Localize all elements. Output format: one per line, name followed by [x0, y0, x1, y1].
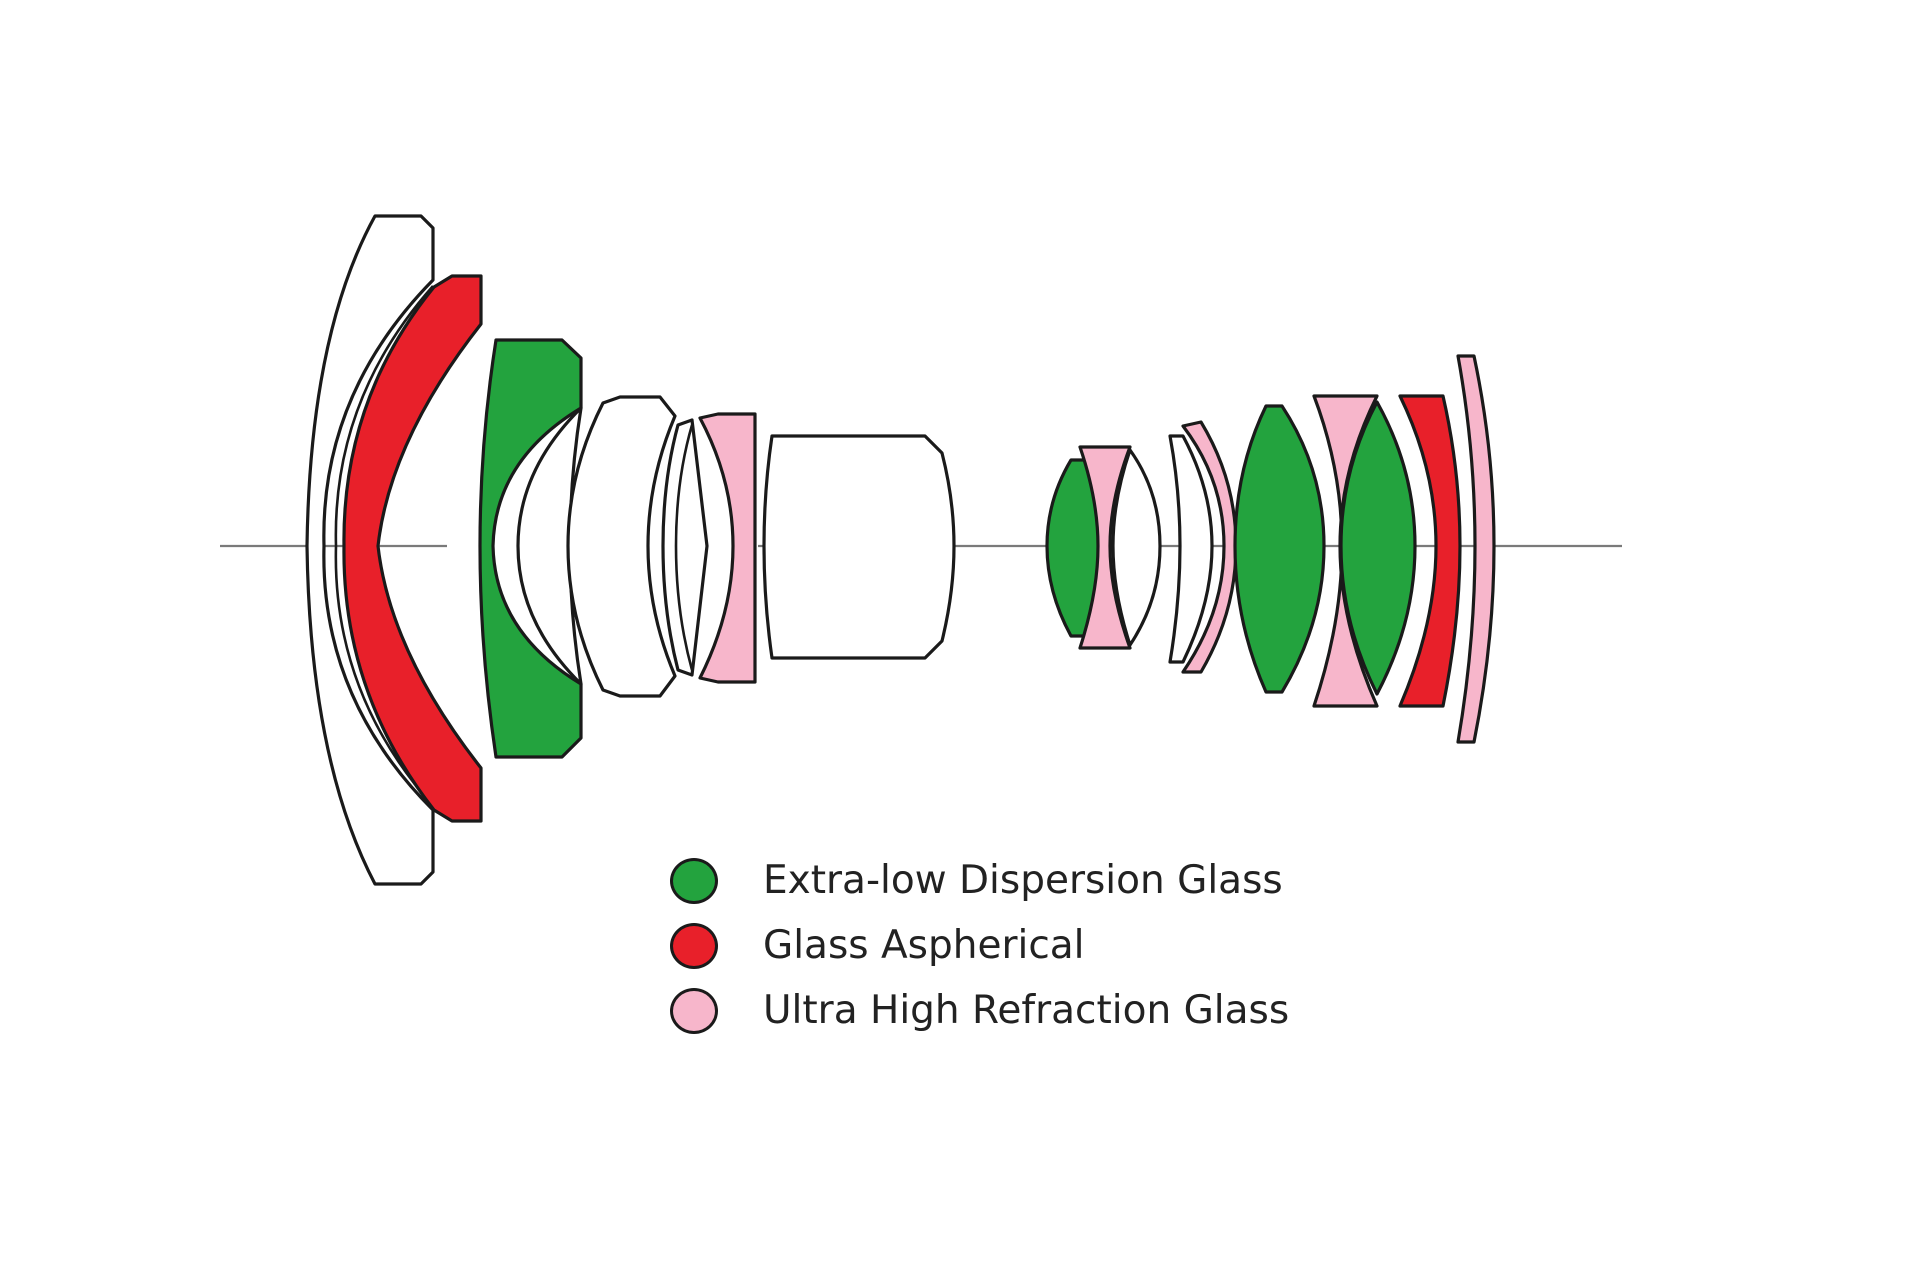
lens-element-17-aspherical — [1398, 394, 1462, 708]
lens-element-10-uhr — [1078, 445, 1132, 650]
lens-element-8 — [762, 434, 956, 660]
aspherical-swatch — [670, 922, 718, 969]
uhr-glass-swatch — [670, 987, 718, 1034]
legend-item-aspherical: Glass Aspherical — [670, 913, 1370, 978]
lens-element-18-uhr — [1456, 354, 1496, 744]
legend: Extra-low Dispersion Glass Glass Aspheri… — [670, 848, 1370, 1043]
lens-element-1-inner-surface — [334, 285, 434, 807]
lens-element-2-aspherical — [342, 274, 483, 823]
legend-item-ed-glass: Extra-low Dispersion Glass — [670, 848, 1370, 913]
legend-item-uhr-glass: Ultra High Refraction Glass — [670, 978, 1370, 1043]
legend-label: Glass Aspherical — [763, 923, 1085, 968]
lens-element-3-ed — [478, 338, 583, 759]
lens-element-16-ed — [1339, 400, 1417, 696]
lens-element-6 — [661, 418, 709, 677]
lens-element-5 — [566, 395, 677, 698]
lens-element-14-ed — [1233, 404, 1326, 694]
lens-element-13-uhr — [1181, 420, 1238, 674]
lens-element-6-surface — [674, 424, 694, 671]
lens-element-12 — [1168, 434, 1214, 664]
ed-glass-swatch — [670, 857, 718, 904]
legend-label: Extra-low Dispersion Glass — [763, 858, 1283, 903]
lens-element-7-uhr — [698, 412, 757, 684]
lens-element-1 — [305, 214, 435, 886]
legend-label: Ultra High Refraction Glass — [763, 988, 1290, 1033]
lens-element-11 — [1111, 448, 1162, 647]
